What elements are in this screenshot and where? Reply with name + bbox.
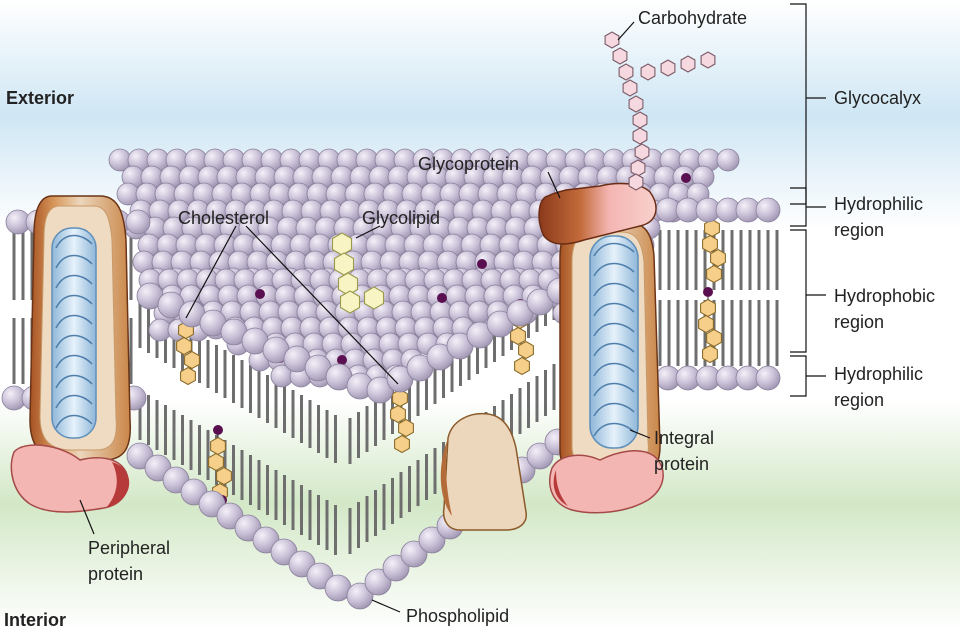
hydrophilic-top-label-line2: region (834, 220, 884, 240)
exterior-label: Exterior (6, 88, 74, 108)
glycolipid-label: Glycolipid (362, 208, 440, 228)
interior-label: Interior (4, 610, 66, 630)
glycoprotein (538, 182, 657, 245)
peripheral-protein-right (549, 450, 664, 514)
glycocalyx-label: Glycocalyx (834, 88, 921, 108)
hydrophilic-bottom-label-line1: Hydrophilic (834, 364, 923, 384)
peripheral-protein-label-line2: protein (88, 564, 143, 584)
carbohydrate-label: Carbohydrate (638, 8, 747, 28)
hydrophobic-label-line1: Hydrophobic (834, 286, 935, 306)
integral-protein-label-line2: protein (654, 454, 709, 474)
carbohydrate-chain (604, 31, 716, 191)
integral-protein-right (559, 221, 661, 479)
membrane-proteins (10, 182, 664, 531)
integral-protein-label-line1: Integral (654, 428, 714, 448)
hydrophilic-bottom-label-line2: region (834, 390, 884, 410)
hydrophobic-label-line2: region (834, 312, 884, 332)
phospholipid-label: Phospholipid (406, 606, 509, 626)
cholesterol-label: Cholesterol (178, 208, 269, 228)
integral-protein-left (29, 195, 132, 461)
glycoprotein-label: Glycoprotein (418, 154, 519, 174)
peripheral-protein-label-line1: Peripheral (88, 538, 170, 558)
leader-lines (79, 3, 826, 613)
embedded-molecules (176, 173, 726, 505)
peripheral-protein-middle (442, 412, 527, 531)
hydrophilic-top-label-line1: Hydrophilic (834, 194, 923, 214)
